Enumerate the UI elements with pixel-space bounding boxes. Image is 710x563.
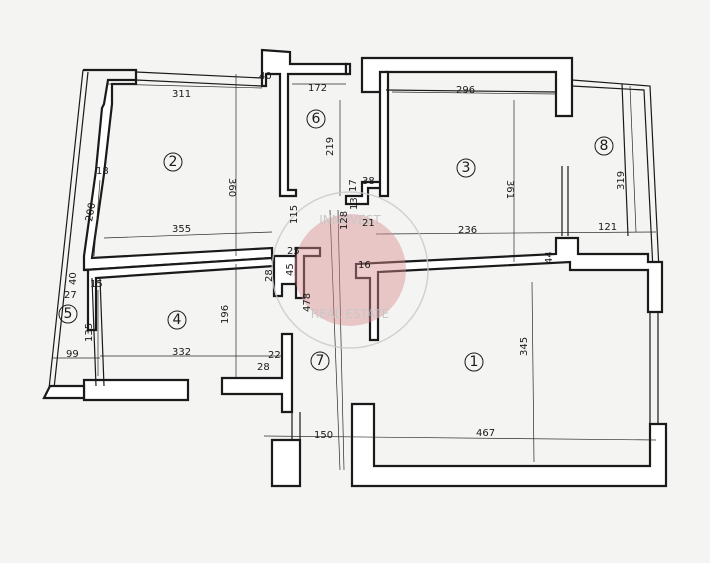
dim-label: 236 (458, 225, 477, 236)
room-label-8: 8 (594, 136, 614, 156)
room-3-walls (360, 56, 574, 118)
dim-label: 22 (268, 350, 281, 361)
dim-label: 45 (285, 263, 296, 276)
svg-text:4: 4 (173, 312, 182, 328)
room-label-7: 7 (310, 351, 330, 371)
room-6-right-wall (344, 62, 352, 76)
left-outer-wall (47, 69, 89, 399)
dim-label: 99 (66, 349, 79, 360)
svg-text:7: 7 (316, 353, 325, 369)
dim-label: 44 (544, 251, 555, 264)
room-label-4: 4 (167, 310, 187, 330)
watermark-ring (271, 191, 429, 349)
watermark-top-text: INNOVEST (319, 213, 381, 227)
room-5-walls (42, 384, 86, 400)
room-4-bottom-wall (82, 378, 190, 402)
dim-label: 16 (358, 260, 371, 271)
svg-text:2: 2 (169, 154, 178, 170)
room-6-walls (260, 48, 348, 198)
corridor-center-piece (294, 246, 322, 300)
dim-label: 13 (349, 197, 360, 210)
dim-label: 128 (339, 211, 350, 230)
dim-label: 467 (476, 428, 495, 439)
dim-label: 311 (172, 89, 191, 100)
dim-label: 38 (362, 176, 375, 187)
svg-text:6: 6 (312, 111, 321, 127)
room-label-6: 6 (306, 109, 326, 129)
dim-label: 115 (289, 205, 300, 224)
room-5-divider (91, 277, 105, 387)
dim-label: 15 (90, 279, 103, 290)
dim-label: 345 (519, 337, 530, 356)
room-8-window (561, 166, 569, 236)
dim-label: 18 (96, 166, 109, 177)
dim-label: 28 (264, 269, 275, 282)
room-1-bottom-wall (350, 402, 668, 488)
dim-label: 196 (220, 305, 231, 324)
dimension-lines (52, 74, 657, 471)
room-8-outline (571, 79, 661, 291)
room-1-right-window (649, 312, 659, 424)
corridor-bottom-block (270, 438, 302, 488)
walls (42, 48, 668, 488)
svg-text:8: 8 (600, 138, 609, 154)
watermark: INNOVEST REAL ESTATE (271, 191, 429, 349)
room-labels: 2 6 3 8 4 5 7 1 (58, 109, 614, 372)
dim-label: 219 (325, 137, 336, 156)
room-label-3: 3 (456, 158, 476, 178)
dim-label: 172 (308, 83, 327, 94)
dim-label: 25 (287, 246, 300, 257)
dim-label: 21 (362, 218, 375, 229)
dim-label: 27 (64, 290, 77, 301)
room-3-left-wall (378, 70, 390, 198)
room-3-top-line (385, 89, 557, 93)
dim-label: 319 (616, 171, 627, 190)
dim-label: 478 (302, 293, 313, 312)
room-2-top-wall (135, 71, 263, 87)
room-1-walls (354, 236, 664, 342)
dim-label: 121 (598, 222, 617, 233)
dim-label: 296 (456, 85, 475, 96)
dim-label: 40 (259, 71, 272, 82)
dim-label: 360 (226, 178, 237, 197)
dim-label: 150 (314, 430, 333, 441)
svg-text:5: 5 (64, 306, 73, 322)
dim-label: 361 (504, 180, 515, 199)
room-label-2: 2 (163, 152, 183, 172)
watermark-red-circle (294, 214, 406, 326)
dim-label: 332 (172, 347, 191, 358)
dim-label: 28 (257, 362, 270, 373)
dim-label: 17 (348, 179, 359, 192)
svg-text:3: 3 (462, 160, 471, 176)
room-label-5: 5 (58, 304, 78, 324)
corridor-left-door (291, 412, 301, 440)
watermark-bottom-text: REAL ESTATE (311, 307, 389, 321)
dim-label: 200 (84, 202, 98, 223)
dimension-labels: 311 360 18 200 355 40 172 219 115 296 36… (64, 71, 627, 441)
dim-label: 135 (84, 323, 95, 342)
room-label-1: 1 (464, 352, 484, 372)
svg-text:1: 1 (470, 354, 479, 370)
dim-label: 355 (172, 224, 191, 235)
room-4-bottom-right-wall (220, 332, 294, 414)
room-8-inner-line (621, 83, 629, 237)
dim-label: 40 (68, 272, 79, 285)
